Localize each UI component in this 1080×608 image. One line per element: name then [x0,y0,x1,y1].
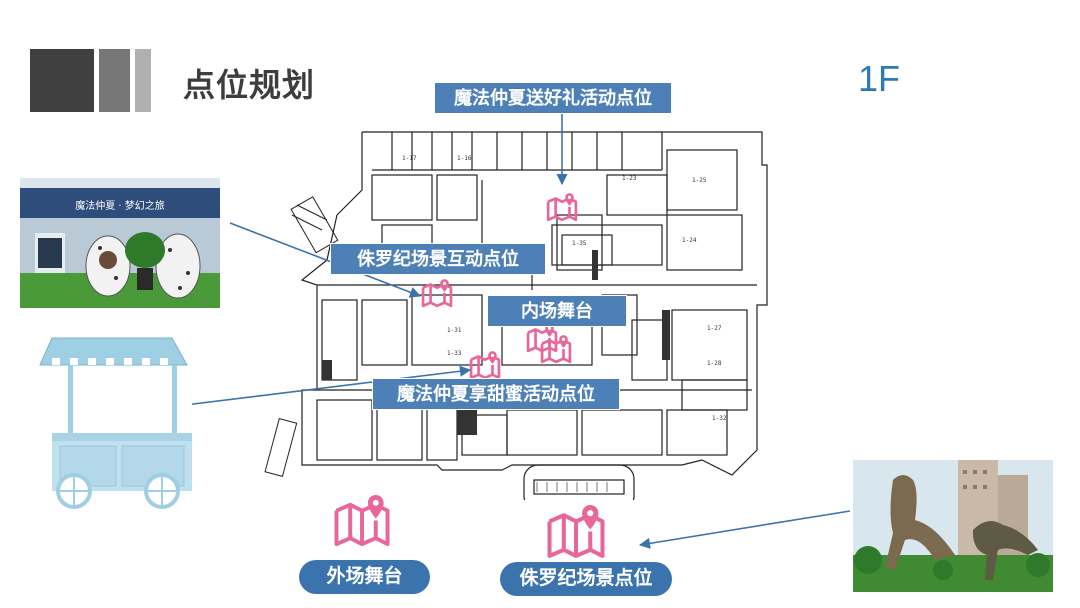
svg-text:1-23: 1-23 [622,175,637,182]
connector-egg-photo [229,222,422,298]
connector-cart-photo [184,365,472,406]
svg-text:1-24: 1-24 [682,237,697,244]
header-block-light [135,49,151,112]
map-pin-icon [546,193,578,222]
photo-dinosaur-scene [853,460,1053,592]
map-pin-icon [421,279,453,308]
svg-text:1-35: 1-35 [572,240,587,247]
label-magic-sweet: 魔法仲夏享甜蜜活动点位 [372,378,620,410]
svg-text:1-31: 1-31 [447,327,462,334]
map-pin-icon [334,494,390,547]
svg-text:1-25: 1-25 [692,177,707,184]
map-pin-icon [469,351,501,380]
label-indoor-stage: 内场舞台 [487,295,627,327]
svg-text:1-17: 1-17 [402,155,417,162]
svg-text:1-27: 1-27 [707,325,722,332]
connector-dino-photo [638,510,851,549]
label-outdoor-stage: 外场舞台 [299,560,430,594]
label-jurassic-interactive: 侏罗纪场景互动点位 [330,243,546,275]
photo-candy-cart [22,333,192,511]
photo-egg-display: 魔法仲夏 · 梦幻之旅 [20,178,220,308]
svg-text:1-33: 1-33 [447,350,462,357]
map-pin-icon [547,505,605,558]
map-pin-icon [540,335,572,364]
page-title: 点位规划 [183,67,316,103]
label-jurassic-scene: 侏罗纪场景点位 [500,562,672,596]
label-magic-gift: 魔法仲夏送好礼活动点位 [434,82,672,114]
header-block-dark [30,49,94,112]
header-block-mid [99,49,130,112]
svg-text:1-32: 1-32 [712,415,727,422]
svg-text:1-16: 1-16 [457,155,472,162]
egg-banner-text: 魔法仲夏 · 梦幻之旅 [75,199,165,212]
floor-label: 1F [858,58,901,99]
svg-text:1-28: 1-28 [707,360,722,367]
